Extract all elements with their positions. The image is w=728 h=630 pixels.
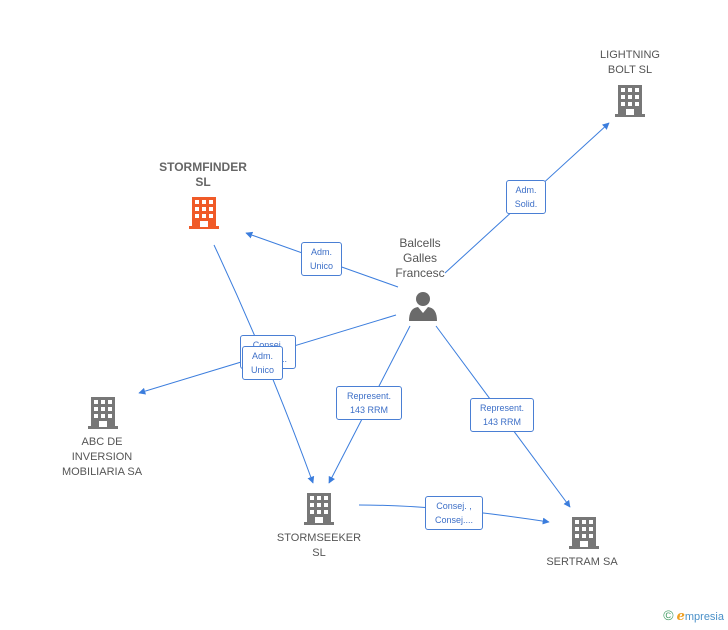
node-label-stormseeker[interactable]: STORMSEEKER SL — [264, 531, 374, 561]
edge-label-line: Solid. — [514, 199, 538, 209]
edge-label-represent-stormseeker[interactable]: Represent. 143 RRM — [336, 386, 402, 420]
edge-label-adm-unico[interactable]: Adm. Unico — [301, 242, 342, 276]
label-line: SL — [312, 547, 326, 559]
brand-footer: © empresia — [663, 607, 724, 624]
edge-label-line: Adm. — [251, 351, 273, 361]
label-line: SERTRAM SA — [546, 556, 618, 568]
node-label-stormfinder[interactable]: STORMFINDER SL — [148, 160, 258, 190]
edge-label-line: Consej. , — [436, 501, 472, 511]
label-line: BOLT SL — [607, 64, 653, 76]
label-line: STORMSEEKER — [276, 532, 362, 544]
edge-label-line: Consej.... — [434, 515, 474, 525]
building-icon[interactable] — [302, 492, 336, 526]
node-label-lightning-bolt[interactable]: LIGHTNING BOLT SL — [585, 48, 675, 78]
edge-label-line: Adm. — [310, 247, 332, 257]
label-line: SL — [195, 175, 211, 189]
label-line: ABC DE — [81, 436, 123, 448]
edge-label-adm-unico-abc[interactable]: Adm. Unico — [242, 346, 283, 380]
edge-label-line: 143 RRM — [482, 417, 521, 427]
label-line: Galles — [402, 251, 437, 265]
label-line: Balcells — [399, 236, 441, 250]
label-line: STORMFINDER — [159, 160, 247, 174]
building-icon[interactable] — [613, 84, 647, 118]
edge-label-consej-sertram[interactable]: Consej. , Consej.... — [425, 496, 483, 530]
building-icon-highlighted[interactable] — [187, 196, 221, 230]
person-icon[interactable] — [407, 290, 439, 322]
edge-label-line: Represent. — [346, 391, 392, 401]
label-line: MOBILIARIA SA — [61, 466, 143, 478]
node-label-abc-de-inversion[interactable]: ABC DE INVERSION MOBILIARIA SA — [50, 435, 154, 480]
label-line: LIGHTNING — [600, 49, 660, 61]
copyright-icon: © — [663, 607, 674, 623]
edge-label-line: Unico — [309, 261, 333, 271]
building-icon[interactable] — [86, 396, 120, 430]
edge-label-line: Unico — [250, 365, 274, 375]
label-line: INVERSION — [71, 451, 133, 463]
edge-label-line: 143 RRM — [349, 405, 388, 415]
node-label-sertram[interactable]: SERTRAM SA — [532, 555, 632, 570]
edge-label-line: Represent. — [479, 403, 525, 413]
node-label-person[interactable]: Balcells Galles Francesc — [380, 236, 460, 281]
brand-logo-letter: e — [676, 609, 685, 624]
edge-label-represent-sertram[interactable]: Represent. 143 RRM — [470, 398, 534, 432]
brand-name: mpresia — [684, 611, 724, 623]
edge-label-line: Consej. — [252, 340, 284, 350]
building-icon[interactable] — [567, 516, 601, 550]
edge-label-line: Adm. — [515, 185, 537, 195]
edge-label-adm-solid[interactable]: Adm. Solid. — [506, 180, 546, 214]
label-line: Francesc — [395, 266, 445, 280]
